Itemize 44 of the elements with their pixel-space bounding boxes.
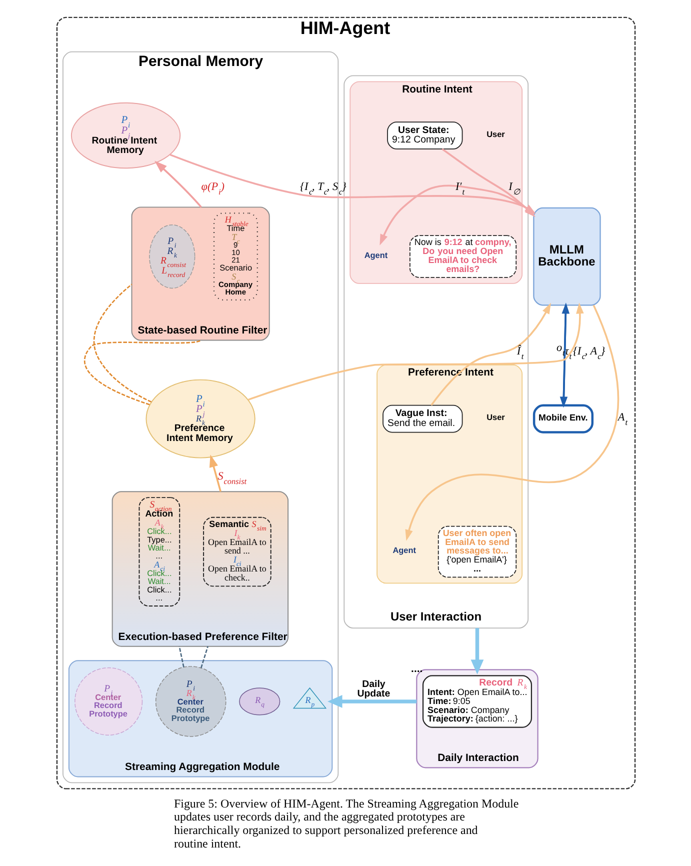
- arrow: [208, 454, 221, 492]
- arrow: [154, 160, 202, 208]
- node-text: Agent: [364, 250, 388, 260]
- node-circle: P$_{i}$ R$_{k}$ Center Record Prototype: [154, 666, 226, 737]
- node-box: Record R$_{k}$ Intent: Open EmailA to... Time: 9:05 Scenario: Company Trajectory: {action: ...}: [422, 675, 532, 728]
- edge-label: o$_{t}$: [556, 342, 564, 358]
- connector: [178, 646, 184, 668]
- node-label: ....: [410, 664, 422, 676]
- node-box: Vague Inst: Send the email.: [382, 404, 462, 433]
- node-box: Now is 9:12 at compny, Do you need Open EmailA to check emails?: [408, 235, 516, 278]
- arrow: [248, 302, 584, 401]
- node-box: User often open EmailA to send messages to... {'open EmailA'} ...: [437, 526, 516, 578]
- node-ellipse: P$_{i}$ P$_{j}$ Routine Intent Memory: [70, 102, 180, 169]
- node-ellipse: P$_{i}$ P$_{j}$ R$_{k}$ Preference Intent Memory: [145, 379, 255, 458]
- node-text: Agent: [392, 546, 416, 556]
- edge-label: Î$_{t}$: [516, 345, 524, 361]
- arrow: [404, 304, 619, 541]
- node-box: Mobile Env.: [532, 404, 594, 434]
- connector: [200, 646, 208, 668]
- edge-label: I$_{∅}$: [508, 180, 520, 196]
- node-box: Semantic S$_{sim}$ I$_{k}$ Open EmailA to send ... I$_{ci}$ Open EmailA to check..: [202, 516, 271, 587]
- node-ellipse: R$_{q}$: [238, 688, 280, 716]
- node-circle: P$_{j}$ Center Record Prototype: [74, 667, 142, 736]
- connector: [92, 284, 152, 403]
- arrow: [169, 154, 536, 214]
- connector: [84, 340, 202, 406]
- caption: Figure 5: Overview of HIM-Agent. The Streaming Aggregation Module updates user records daily, and the aggregated prototypes are hierarchically organized to support personalized preference and routine intent.: [174, 796, 518, 851]
- node-box: MLLM Backbone: [532, 207, 600, 306]
- edge-label: I′$_{t}$: [455, 180, 464, 196]
- node-ellipse: P$_{i}$ R$_{k}$ R$_{consist}$ L$_{record}$: [148, 224, 195, 289]
- edge-label: A$_{t}$: [617, 412, 628, 428]
- node-box: User State: 9:12 Company: [386, 122, 462, 150]
- node-box: H$_{stable}$ Time T$_{c}$ 9 10 21 Scenario S$_{c}$ Company Home: [212, 212, 258, 300]
- arrow: [430, 302, 550, 406]
- node-text: User: [486, 413, 504, 422]
- node-box: S$_{action}$ Action A$_{k}$ Click... Type... Wait... ... A$_{ci}$ Click... Wait... Click... ...: [138, 497, 180, 606]
- node-text: User: [486, 130, 504, 139]
- arrow: [470, 628, 484, 674]
- edge-label: φ(P$_{i}$): [200, 180, 224, 196]
- edge-label: {I$_{c}$, A$_{c}$}: [572, 345, 605, 361]
- edge-label: S$_{consist}$: [217, 470, 246, 486]
- arrow: [327, 695, 416, 708]
- edge-label: {I$_{c}$, T$_{c}$, S$_{c}$}: [300, 180, 346, 196]
- edge-label: Daily Update: [356, 678, 390, 700]
